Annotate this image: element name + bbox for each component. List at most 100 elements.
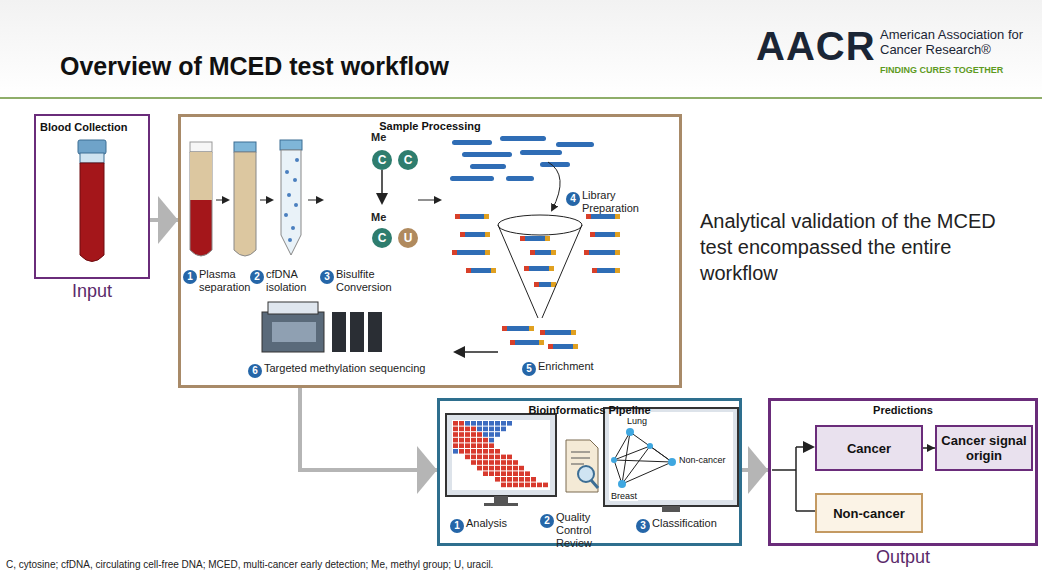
heat-cell (477, 421, 482, 426)
adapter (455, 214, 460, 219)
panel-heading: Blood Collection (40, 118, 144, 133)
heat-cell (489, 455, 494, 460)
stage-panel: PredictionsOutputCancerCancer signal ori… (768, 398, 1038, 546)
dna-fragment (586, 214, 620, 219)
heat-cell (489, 421, 494, 426)
arrowhead (158, 196, 178, 244)
prediction-box: Cancer (815, 425, 923, 471)
callout-number: 2 (540, 514, 554, 528)
prediction-branch (772, 447, 815, 511)
classification-monitor (604, 408, 738, 512)
heat-cell (453, 421, 458, 426)
heat-cell (513, 483, 518, 488)
analysis-monitor (446, 414, 556, 506)
adapter (615, 232, 620, 237)
adapter (592, 268, 597, 273)
flow-connector (150, 196, 178, 244)
callout-number: 5 (522, 362, 536, 376)
heat-cell (459, 427, 464, 432)
adapter (548, 344, 553, 349)
heat-cell (489, 449, 494, 454)
callout-number: 1 (450, 519, 464, 533)
callout-number: 3 (320, 270, 334, 284)
heat-cell (495, 460, 500, 465)
logo-tagline: FINDING CURES TOGETHER (880, 65, 1003, 75)
heat-cell (471, 455, 476, 460)
box-label: Non-cancer (833, 506, 905, 521)
step-label: Quality Control Review (556, 511, 622, 550)
heat-cell (453, 443, 458, 448)
blood-tube (78, 140, 106, 262)
logo-text: American Association for Cancer Research… (880, 27, 1030, 57)
adapter (510, 340, 515, 345)
heat-cell (477, 455, 482, 460)
heat-cell (525, 471, 530, 476)
io-label: Input (36, 281, 148, 301)
heat-cell (501, 460, 506, 465)
heat-cell (465, 455, 470, 460)
heat-cell (501, 421, 506, 426)
prediction-box: Non-cancer (815, 493, 923, 533)
adapter (545, 236, 550, 241)
heat-cell (519, 483, 524, 488)
heat-cell (477, 449, 482, 454)
adapter (549, 266, 554, 271)
heat-cell (471, 432, 476, 437)
heat-cell (513, 466, 518, 471)
heat-cell (453, 438, 458, 443)
graph-node-label: Lung (626, 416, 648, 426)
heat-cell (483, 443, 488, 448)
dna-fragment (450, 176, 494, 181)
callout-number: 2 (250, 270, 264, 284)
heat-cell (525, 483, 530, 488)
heat-cell (477, 443, 482, 448)
heat-cell (459, 449, 464, 454)
heat-cell (495, 477, 500, 482)
heat-cell (507, 483, 512, 488)
adapter (571, 330, 576, 335)
methyl-label: Me (371, 211, 386, 223)
adapter (520, 236, 525, 241)
heat-cell (465, 427, 470, 432)
adapter (491, 268, 496, 273)
adapter (539, 340, 544, 345)
cytosine-circle: C (372, 150, 392, 170)
heat-cell (489, 432, 494, 437)
heat-cell (471, 421, 476, 426)
heat-cell (519, 466, 524, 471)
heat-cell (525, 477, 530, 482)
adapter (485, 250, 490, 255)
stage-panel: Blood CollectionInput (34, 114, 150, 279)
step-label: cfDNA isolation (266, 268, 318, 294)
graph-node-label: Breast (610, 491, 638, 501)
heat-cell (507, 466, 512, 471)
dna-fragment (455, 214, 489, 219)
callout-number: 1 (183, 270, 197, 284)
heat-cell (471, 449, 476, 454)
dna-fragment (524, 266, 554, 271)
callout-number: 6 (248, 364, 262, 378)
slide-title: Overview of MCED test workflow (60, 52, 449, 81)
heat-cell (459, 438, 464, 443)
heat-cell (495, 432, 500, 437)
adapter (466, 268, 471, 273)
dna-fragment (584, 250, 620, 255)
panel-heading: Bioinformatics Pipeline (440, 401, 739, 416)
heat-cell (501, 471, 506, 476)
dna-fragment (590, 232, 620, 237)
callout-number: 3 (636, 519, 650, 533)
logo-mark: AACR (756, 24, 876, 69)
heat-cell (477, 438, 482, 443)
heat-cell (471, 443, 476, 448)
adapter (460, 232, 465, 237)
heat-cell (495, 455, 500, 460)
heat-cell (483, 427, 488, 432)
arrowhead (927, 444, 935, 452)
adapter (524, 266, 529, 271)
heat-cell (483, 421, 488, 426)
adapter (615, 268, 620, 273)
dna-fragments (450, 136, 620, 349)
adapter (534, 282, 539, 287)
dna-fragment (466, 268, 496, 273)
